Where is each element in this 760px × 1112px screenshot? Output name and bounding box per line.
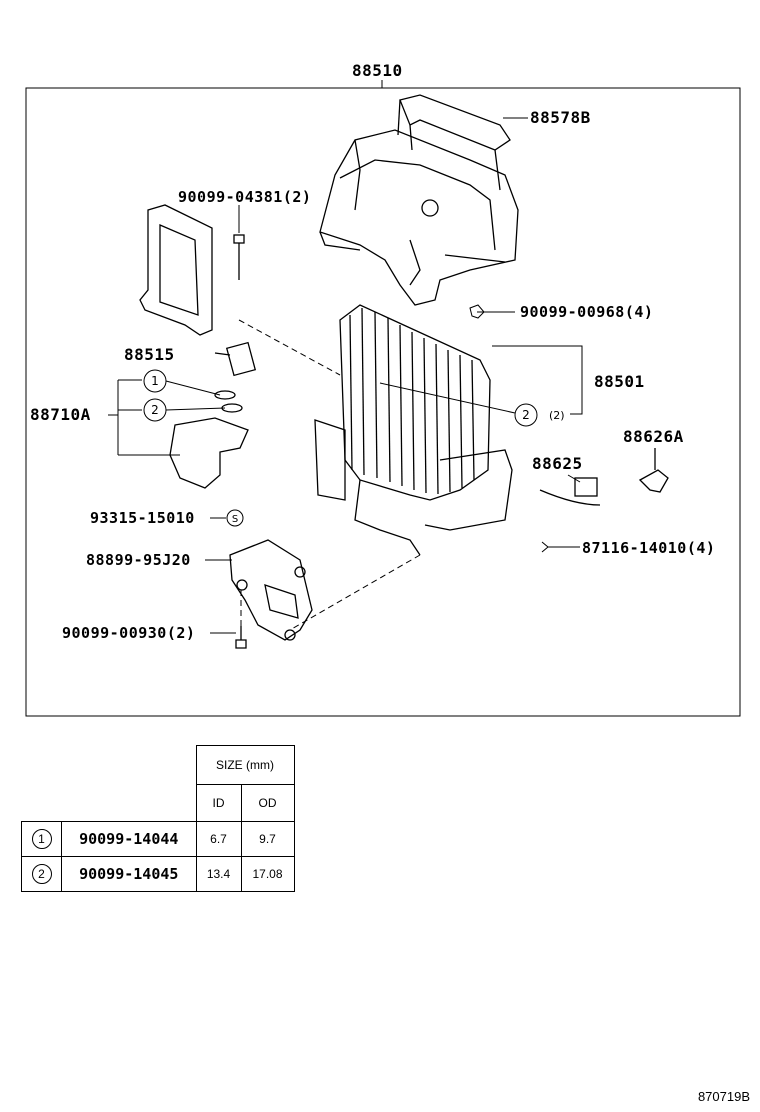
- part-label-88515: 88515: [124, 345, 175, 364]
- screw-shape: [235, 626, 247, 649]
- evaporator-core-shape: [314, 304, 513, 556]
- row-od: 17.08: [240, 855, 295, 892]
- size-header: SIZE (mm): [195, 745, 295, 785]
- assembly-dash-lines: [238, 319, 421, 631]
- callout-circle-2b: [514, 403, 538, 427]
- drawing-code: 870719B: [697, 1089, 750, 1104]
- row-part-number: 90099-14045: [61, 855, 197, 892]
- row-id: 6.7: [195, 820, 242, 857]
- thermistor-shape: [214, 341, 257, 377]
- harness-shape: [539, 477, 601, 506]
- part-label-90099-00930: 90099-00930(2): [62, 624, 196, 642]
- part-label-93315-15010: 93315-15010: [90, 509, 195, 527]
- callout-circle-s: [226, 509, 244, 527]
- bracket-88710a: [108, 379, 180, 456]
- part-label-90099-00968: 90099-00968(4): [520, 303, 654, 321]
- callout-1-text: 1: [151, 374, 159, 388]
- col-id-header: ID: [195, 784, 242, 822]
- part-label-88710a: 88710A: [30, 405, 91, 424]
- callout-circle-1: [143, 369, 167, 393]
- screw-small-shape: [469, 304, 485, 319]
- part-label-88578b: 88578B: [530, 108, 591, 127]
- part-label-88625: 88625: [532, 454, 583, 473]
- row-id: 13.4: [195, 855, 242, 892]
- drain-shape: [229, 539, 313, 641]
- callout-2b-qty: (2): [549, 409, 565, 422]
- callout-circle-2: [143, 398, 167, 422]
- table-row: 1 90099-14044 6.7 9.7: [21, 820, 295, 857]
- col-od-header: OD: [240, 784, 295, 822]
- upper-housing-shape: [319, 94, 519, 306]
- part-label-87116-14010: 87116-14010(4): [582, 539, 716, 557]
- part-label-88510: 88510: [352, 61, 403, 80]
- row-part-number: 90099-14044: [61, 820, 197, 857]
- part-label-88501: 88501: [594, 372, 645, 391]
- callout-2-text: 2: [151, 403, 159, 417]
- row-od: 9.7: [240, 820, 295, 857]
- callout-2b-text: 2: [522, 408, 530, 422]
- filter-frame-shape: [139, 204, 213, 336]
- row-ref-circle: 2: [31, 863, 52, 884]
- diagram-frame: [25, 87, 741, 717]
- row-ref-circle: 1: [31, 828, 52, 849]
- table-row: 2 90099-14045 13.4 17.08: [21, 855, 295, 892]
- clip-shape: [638, 448, 669, 493]
- part-label-88626a: 88626A: [623, 427, 684, 446]
- part-label-90099-04381: 90099-04381(2): [178, 188, 312, 206]
- clip-87116-shape: [541, 541, 549, 553]
- expansion-valve-shape: [169, 390, 249, 489]
- callout-s-text: S: [232, 514, 238, 525]
- bolt-shape: [233, 234, 245, 280]
- bracket-88501: [492, 345, 583, 415]
- part-label-88899-95j20: 88899-95J20: [86, 551, 191, 569]
- size-table: SIZE (mm) ID OD 1 90099-14044 6.7 9.7 2 …: [21, 745, 295, 892]
